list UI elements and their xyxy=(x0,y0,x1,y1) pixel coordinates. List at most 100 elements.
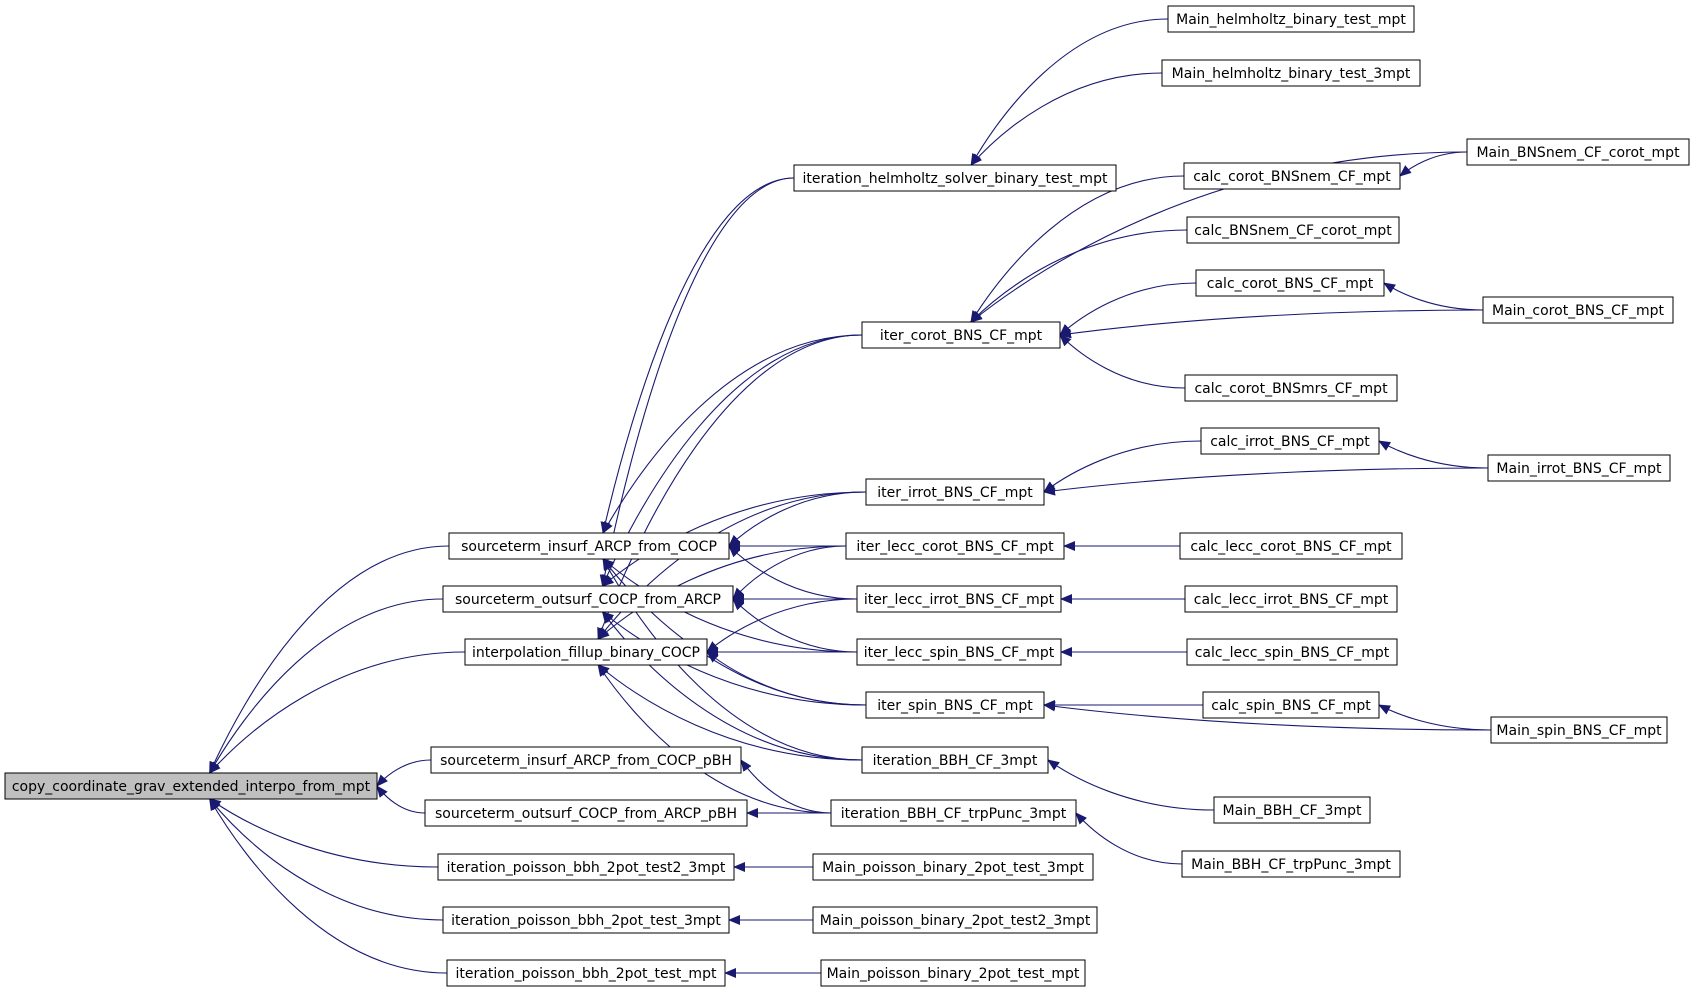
node-label: iteration_poisson_bbh_2pot_test2_3mpt xyxy=(447,860,726,876)
node-box xyxy=(1200,427,1380,455)
function-node-cls[interactable]: calc_lecc_spin_BNS_CF_mpt xyxy=(1186,638,1398,666)
node-box xyxy=(830,799,1077,827)
node-label: sourceterm_outsurf_COCP_from_ARCP_pBH xyxy=(435,806,737,822)
function-node-ilc[interactable]: iter_lecc_corot_BNS_CF_mpt xyxy=(845,532,1065,560)
function-node-ihs[interactable]: iteration_helmholtz_solver_binary_test_m… xyxy=(793,164,1117,192)
node-label: iteration_helmholtz_solver_binary_test_m… xyxy=(803,171,1108,187)
node-box xyxy=(845,532,1065,560)
node-label: iter_lecc_irrot_BNS_CF_mpt xyxy=(864,592,1055,608)
function-node-icorot[interactable]: iter_corot_BNS_CF_mpt xyxy=(861,321,1061,349)
function-node-mbbh[interactable]: Main_BBH_CF_3mpt xyxy=(1213,796,1371,824)
function-node-ispin[interactable]: iter_spin_BNS_CF_mpt xyxy=(865,691,1045,719)
node-label: iter_lecc_corot_BNS_CF_mpt xyxy=(856,539,1054,555)
node-label: Main_irrot_BNS_CF_mpt xyxy=(1496,461,1662,477)
function-nodes: copy_coordinate_grav_extended_interpo_fr… xyxy=(4,5,1690,987)
call-edge xyxy=(1059,282,1197,336)
function-node-mcorot[interactable]: Main_corot_BNS_CF_mpt xyxy=(1482,296,1674,324)
node-box xyxy=(424,799,748,827)
call-edge xyxy=(1047,759,1215,811)
function-node-mp23[interactable]: Main_poisson_binary_2pot_test_3mpt xyxy=(812,853,1094,881)
function-node-cibns[interactable]: calc_irrot_BNS_CF_mpt xyxy=(1200,427,1380,455)
function-node-s_out[interactable]: sourceterm_outsurf_COCP_from_ARCP xyxy=(442,585,734,613)
function-node-ccbnsmrs[interactable]: calc_corot_BNSmrs_CF_mpt xyxy=(1184,374,1398,402)
node-box xyxy=(1184,374,1398,402)
call-edge xyxy=(740,759,832,814)
node-label: calc_corot_BNS_CF_mpt xyxy=(1207,276,1374,292)
node-label: calc_BNSnem_CF_corot_mpt xyxy=(1194,223,1392,239)
node-box xyxy=(820,959,1086,987)
node-label: calc_lecc_irrot_BNS_CF_mpt xyxy=(1194,592,1389,608)
call-edge xyxy=(1399,151,1468,177)
function-node-mbnsnem[interactable]: Main_BNSnem_CF_corot_mpt xyxy=(1466,138,1690,166)
function-node-ibbht[interactable]: iteration_BBH_CF_trpPunc_3mpt xyxy=(830,799,1077,827)
node-box xyxy=(442,906,730,934)
function-node-ip_t3[interactable]: iteration_poisson_bbh_2pot_test_3mpt xyxy=(442,906,730,934)
node-label: iter_corot_BNS_CF_mpt xyxy=(880,328,1043,344)
node-box xyxy=(1186,638,1398,666)
function-node-ili[interactable]: iter_lecc_irrot_BNS_CF_mpt xyxy=(856,585,1062,613)
node-label: iteration_BBH_CF_trpPunc_3mpt xyxy=(841,806,1067,822)
node-label: sourceterm_insurf_ARCP_from_COCP xyxy=(461,539,717,555)
function-node-mspin[interactable]: Main_spin_BNS_CF_mpt xyxy=(1490,716,1668,744)
function-node-ip_t[interactable]: iteration_poisson_bbh_2pot_test_mpt xyxy=(446,959,726,987)
node-label: Main_helmholtz_binary_test_mpt xyxy=(1176,12,1406,28)
function-node-s_in_pbh[interactable]: sourceterm_insurf_ARCP_from_COCP_pBH xyxy=(430,746,742,774)
function-node-ip_t2[interactable]: iteration_poisson_bbh_2pot_test2_3mpt xyxy=(437,853,735,881)
function-node-ibbh[interactable]: iteration_BBH_CF_3mpt xyxy=(861,746,1049,774)
node-label: calc_lecc_corot_BNS_CF_mpt xyxy=(1190,539,1392,555)
call-edges xyxy=(208,18,1492,978)
node-label: calc_irrot_BNS_CF_mpt xyxy=(1210,434,1370,450)
node-box xyxy=(793,164,1117,192)
node-box xyxy=(861,321,1061,349)
function-node-cbnsnemcorot[interactable]: calc_BNSnem_CF_corot_mpt xyxy=(1186,216,1400,244)
node-label: iter_irrot_BNS_CF_mpt xyxy=(877,485,1033,501)
call-edge xyxy=(209,545,450,774)
node-label: iteration_poisson_bbh_2pot_test_3mpt xyxy=(451,913,721,929)
node-box xyxy=(1179,532,1403,560)
node-label: iter_spin_BNS_CF_mpt xyxy=(877,698,1033,714)
node-label: Main_helmholtz_binary_test_3mpt xyxy=(1172,66,1411,82)
function-node-mbbht[interactable]: Main_BBH_CF_trpPunc_3mpt xyxy=(1181,850,1401,878)
call-edge xyxy=(597,664,832,814)
function-node-mp2t23[interactable]: Main_poisson_binary_2pot_test2_3mpt xyxy=(812,906,1098,934)
node-label: sourceterm_insurf_ARCP_from_COCP_pBH xyxy=(440,753,732,769)
call-edge xyxy=(970,18,1169,166)
node-box xyxy=(865,691,1045,719)
call-edge xyxy=(209,598,444,774)
function-node-ccbns[interactable]: calc_corot_BNS_CF_mpt xyxy=(1195,269,1385,297)
call-edge xyxy=(208,798,439,868)
node-label: Main_poisson_binary_2pot_test_mpt xyxy=(827,966,1080,982)
node-box xyxy=(856,638,1062,666)
node-label: calc_corot_BNSmrs_CF_mpt xyxy=(1194,381,1388,397)
function-node-mhb3[interactable]: Main_helmholtz_binary_test_3mpt xyxy=(1161,59,1421,87)
function-node-s_in[interactable]: sourceterm_insurf_ARCP_from_COCP xyxy=(448,532,730,560)
node-box xyxy=(1183,162,1401,190)
node-box xyxy=(1161,59,1421,87)
function-node-mp2t[interactable]: Main_poisson_binary_2pot_test_mpt xyxy=(820,959,1086,987)
node-box xyxy=(861,746,1049,774)
function-node-interp[interactable]: interpolation_fillup_binary_COCP xyxy=(464,638,708,666)
function-node-mirrot[interactable]: Main_irrot_BNS_CF_mpt xyxy=(1487,454,1671,482)
function-node-clc[interactable]: calc_lecc_corot_BNS_CF_mpt xyxy=(1179,532,1403,560)
node-box xyxy=(1186,216,1400,244)
node-box xyxy=(865,478,1045,506)
node-label: Main_corot_BNS_CF_mpt xyxy=(1492,303,1665,319)
call-edge xyxy=(601,611,863,761)
function-node-s_out_pbh[interactable]: sourceterm_outsurf_COCP_from_ARCP_pBH xyxy=(424,799,748,827)
function-node-cli[interactable]: calc_lecc_irrot_BNS_CF_mpt xyxy=(1184,585,1398,613)
node-box xyxy=(812,906,1098,934)
node-box xyxy=(4,772,378,800)
call-edge xyxy=(1075,812,1183,865)
function-node-root[interactable]: copy_coordinate_grav_extended_interpo_fr… xyxy=(4,772,378,800)
call-edge xyxy=(597,545,847,640)
function-node-ils[interactable]: iter_lecc_spin_BNS_CF_mpt xyxy=(856,638,1062,666)
node-box xyxy=(446,959,726,987)
node-box xyxy=(1466,138,1690,166)
function-node-iirrot[interactable]: iter_irrot_BNS_CF_mpt xyxy=(865,478,1045,506)
call-edge xyxy=(1383,282,1484,311)
node-label: Main_poisson_binary_2pot_test2_3mpt xyxy=(820,913,1091,929)
function-node-ccbnsnem[interactable]: calc_corot_BNSnem_CF_mpt xyxy=(1183,162,1401,190)
function-node-mhb[interactable]: Main_helmholtz_binary_test_mpt xyxy=(1167,5,1415,33)
call-edge xyxy=(601,491,867,587)
function-node-csbns[interactable]: calc_spin_BNS_CF_mpt xyxy=(1202,691,1380,719)
